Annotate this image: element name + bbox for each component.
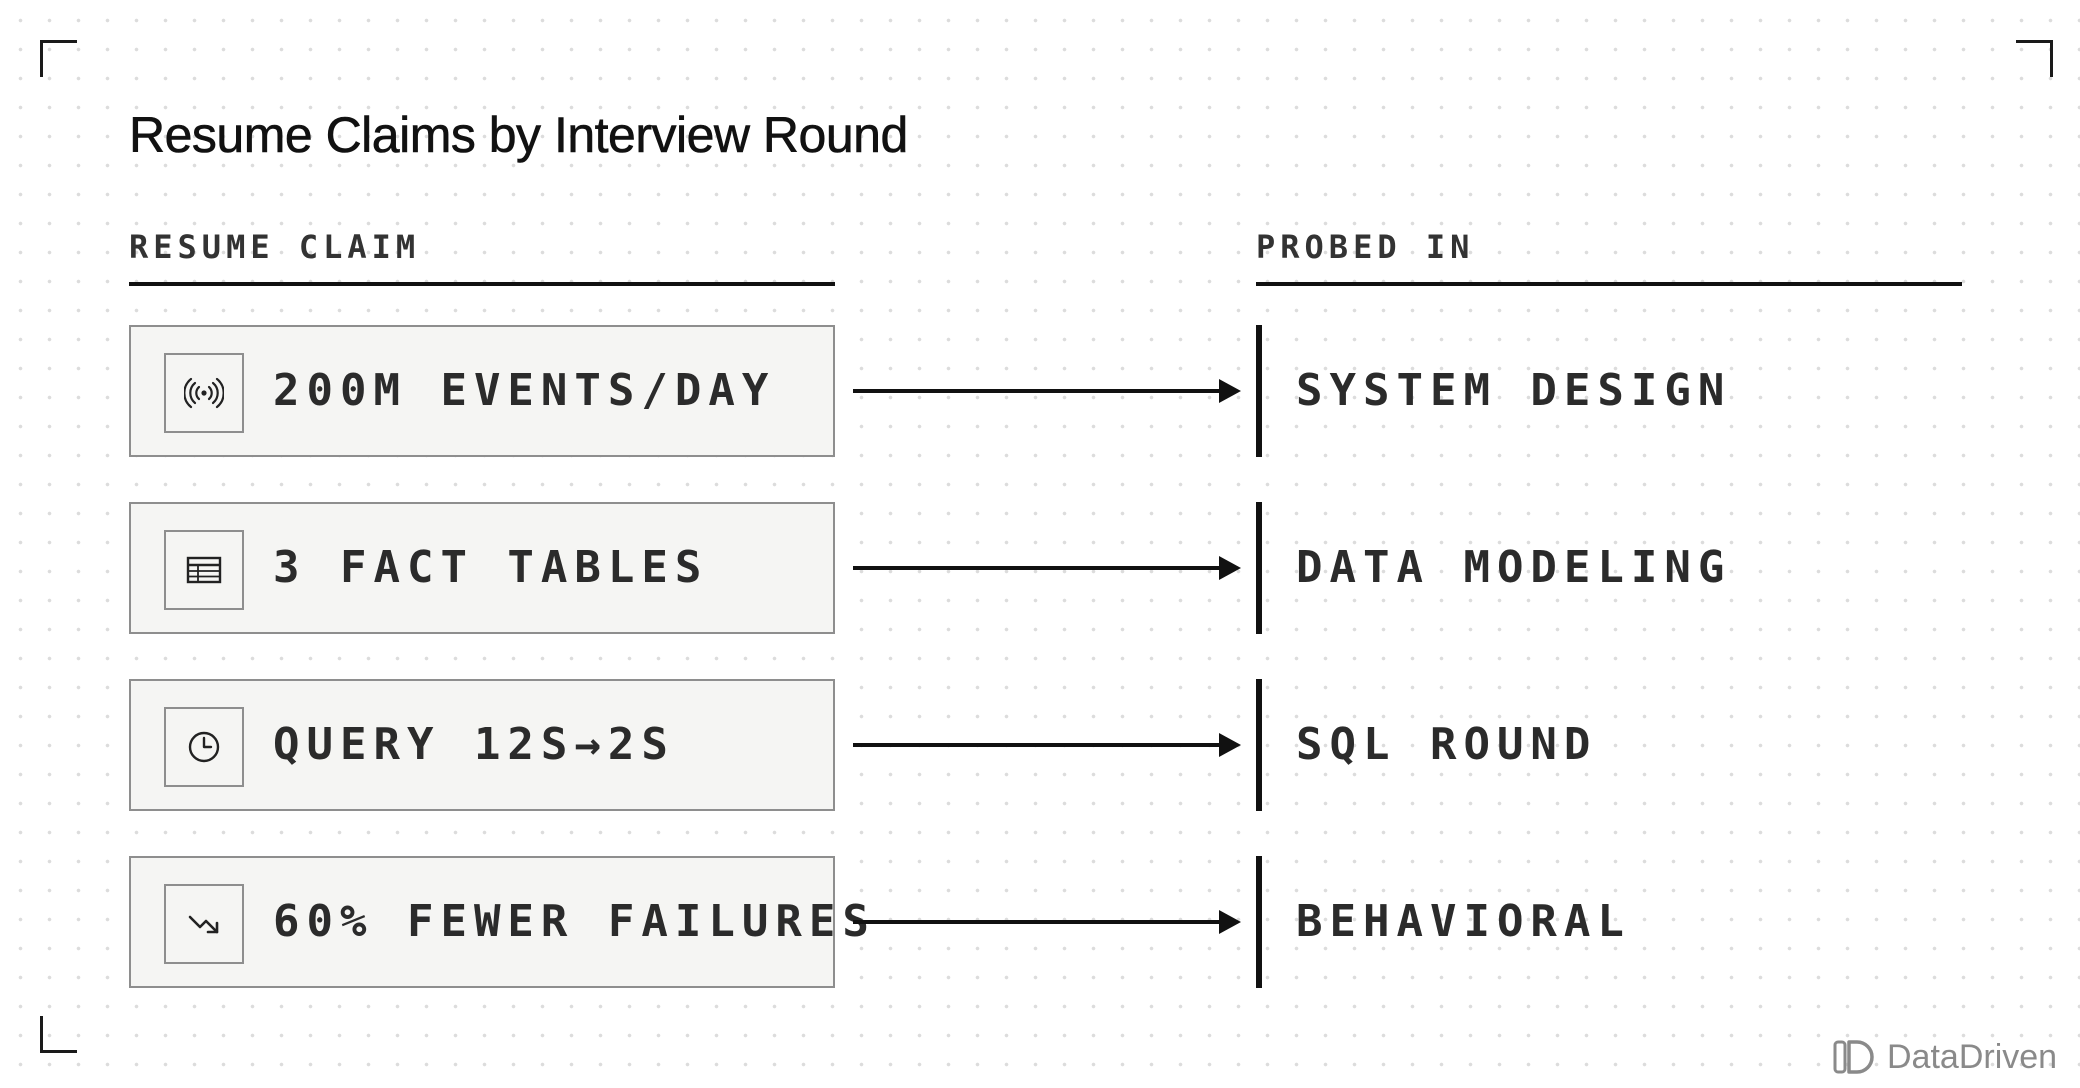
- interview-round: SQL ROUND: [1256, 679, 1856, 811]
- claim-label: 3 FACT TABLES: [273, 542, 709, 593]
- round-label: BEHAVIORAL: [1296, 896, 1631, 947]
- broadcast-signal-icon: [164, 353, 244, 433]
- interview-round: DATA MODELING: [1256, 502, 1856, 634]
- claim-label: 200M EVENTS/DAY: [273, 365, 776, 416]
- round-label: SYSTEM DESIGN: [1296, 365, 1732, 416]
- column-header-probed-in: PROBED IN: [1256, 228, 1962, 286]
- column-header-resume-claim: RESUME CLAIM: [129, 228, 835, 286]
- claim-card: 3 FACT TABLES: [129, 502, 835, 634]
- claim-card: 200M EVENTS/DAY: [129, 325, 835, 457]
- arrow-connector: [853, 910, 1241, 934]
- arrow-connector: [853, 556, 1241, 580]
- datadriven-logo-icon: [1833, 1040, 1874, 1074]
- brand-name: DataDriven: [1887, 1037, 2058, 1076]
- claim-card: QUERY 12S→2S: [129, 679, 835, 811]
- round-label: SQL ROUND: [1296, 719, 1598, 770]
- claim-label: QUERY 12S→2S: [273, 719, 675, 770]
- corner-mark-top-right: [2016, 40, 2053, 77]
- arrow-connector: [853, 733, 1241, 757]
- corner-mark-top-left: [40, 40, 77, 77]
- claim-label: 60% FEWER FAILURES: [273, 896, 876, 947]
- trend-down-icon: [164, 884, 244, 964]
- page-title: Resume Claims by Interview Round: [129, 107, 909, 164]
- interview-round: BEHAVIORAL: [1256, 856, 1856, 988]
- table-icon: [164, 530, 244, 610]
- corner-mark-bottom-left: [40, 1016, 77, 1053]
- interview-round: SYSTEM DESIGN: [1256, 325, 1856, 457]
- arrow-connector: [853, 379, 1241, 403]
- round-label: DATA MODELING: [1296, 542, 1732, 593]
- claim-card: 60% FEWER FAILURES: [129, 856, 869, 988]
- brand-logo: DataDriven: [1833, 1035, 2057, 1079]
- clock-icon: [164, 707, 244, 787]
